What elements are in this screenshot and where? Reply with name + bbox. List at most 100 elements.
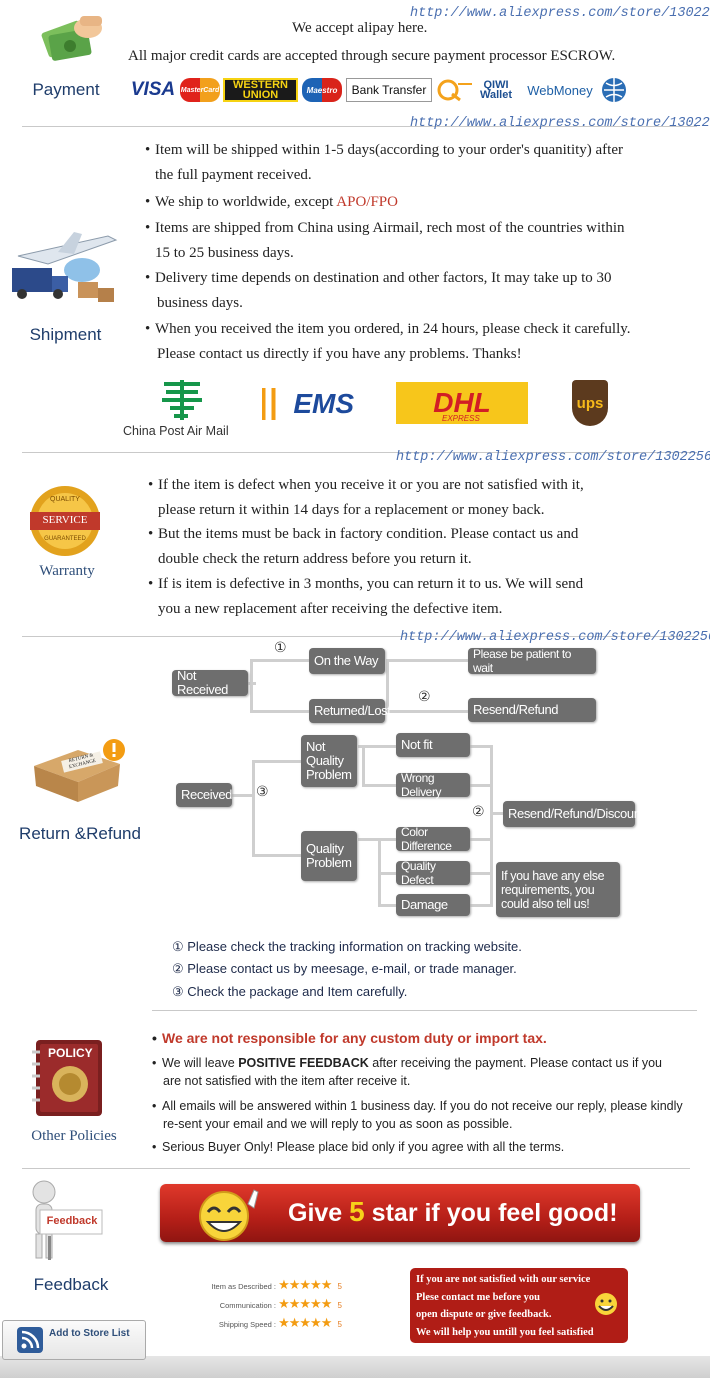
add-to-store-list-label: Add to Store List xyxy=(49,1328,130,1339)
seal-top-text: QUALITY xyxy=(50,496,80,503)
flow-connector xyxy=(490,812,504,815)
store-url[interactable]: http://www.aliexpress.com/store/1302256 xyxy=(410,116,710,131)
shipment-bullet-4: •Delivery time depends on destination an… xyxy=(145,270,612,311)
flow-connector xyxy=(378,904,398,907)
dhl-sub-label: EXPRESS xyxy=(442,414,480,423)
flow-damage: Damage xyxy=(396,894,470,916)
rating-stars: ★★★★★ xyxy=(278,1296,332,1311)
flow-step-2: ② xyxy=(418,689,431,705)
flow-resend-refund-discount: Resend/Refund/Discount xyxy=(503,801,644,827)
shipment-bullet-2: •We ship to worldwide, except APO/FPO xyxy=(145,194,398,210)
warranty-label: Warranty xyxy=(39,563,95,579)
flow-step-1: ① xyxy=(274,640,287,656)
feedback-label: Feedback xyxy=(33,1275,109,1294)
rating-stars: ★★★★★ xyxy=(278,1277,332,1292)
flow-connector xyxy=(386,710,470,713)
payment-line2: All major credit cards are accepted thro… xyxy=(128,48,616,64)
flow-connector xyxy=(250,659,310,662)
flow-received: Received xyxy=(176,783,232,807)
flow-connector xyxy=(252,760,302,763)
flow-step-3: ③ xyxy=(256,784,269,800)
mastercard-logo: MasterCard xyxy=(180,78,220,102)
satisfaction-notice: If you are not satisfied with our servic… xyxy=(410,1268,628,1343)
policy-badge: POLICY xyxy=(48,1046,93,1060)
china-post-icon xyxy=(158,378,206,422)
webmoney-logo: WebMoney xyxy=(527,82,593,98)
flow-connector xyxy=(362,745,365,785)
notice-smiley-icon xyxy=(592,1290,622,1318)
warranty-seal-icon: QUALITY SERVICE GUARANTEED xyxy=(28,484,102,558)
divider xyxy=(152,1010,697,1011)
policy-bullet-2: •We will leave POSITIVE FEEDBACK after r… xyxy=(152,1056,662,1088)
shipment-bullet-5: •When you received the item you ordered,… xyxy=(145,321,631,362)
flow-else-requirements: If you have any else requirements, you c… xyxy=(496,862,620,917)
payment-line1: We accept alipay here. xyxy=(292,20,428,36)
rating-row: Item as Described : ★★★★★ 5 xyxy=(211,1277,342,1292)
flow-connector xyxy=(386,659,389,713)
store-url[interactable]: http://www.aliexpress.com/store/1302256 xyxy=(396,450,710,465)
ems-logo: EMS xyxy=(258,388,354,420)
flow-connector xyxy=(386,659,470,662)
flow-not-quality: Not Quality Problem xyxy=(301,735,357,787)
flow-connector xyxy=(252,854,302,857)
rss-icon xyxy=(17,1327,43,1353)
policy-bullet-4: •Serious Buyer Only! Please place bid on… xyxy=(152,1140,565,1154)
flow-connector xyxy=(470,784,492,787)
flow-on-the-way: On the Way xyxy=(309,648,385,674)
flow-connector xyxy=(470,838,492,841)
flow-returned-lost: Returned/Lost xyxy=(309,699,391,723)
airplane-truck-icon xyxy=(8,230,124,310)
shipment-bullet-3: •Items are shipped from China using Airm… xyxy=(145,220,625,261)
feedback-sign-text: Feedback xyxy=(46,1215,98,1227)
flow-step-2: ② xyxy=(472,804,485,820)
divider xyxy=(22,636,697,637)
flow-connector xyxy=(470,872,492,875)
flow-connector xyxy=(252,760,255,856)
seal-bottom-text: GUARANTEED xyxy=(44,536,86,542)
other-policies-label: Other Policies xyxy=(31,1128,117,1144)
flow-color-difference: Color Difference xyxy=(396,825,470,853)
rating-row: Communication : ★★★★★ 5 xyxy=(219,1296,342,1311)
flow-connector xyxy=(470,745,492,748)
flow-not-fit: Not fit xyxy=(396,733,470,757)
qiwi-icon xyxy=(436,78,474,102)
warranty-bullet-3: •If is item is defective in 3 months, yo… xyxy=(148,576,584,617)
payment-label: Payment xyxy=(32,80,100,99)
divider xyxy=(22,126,697,127)
flow-patient: Please be patient to wait xyxy=(468,647,596,675)
shipment-label: Shipment xyxy=(29,325,102,344)
warranty-bullet-2: •But the items must be back in factory c… xyxy=(148,526,579,567)
flow-connector xyxy=(358,745,398,748)
qiwi-logo: QIWI Wallet xyxy=(480,79,512,101)
flow-connector xyxy=(378,872,398,875)
bank-transfer-logo: Bank Transfer xyxy=(346,78,432,102)
add-to-store-list-button[interactable]: Add to Store List xyxy=(2,1320,146,1360)
refund-note-3: ③ Check the package and Item carefully. xyxy=(172,984,408,999)
money-icon xyxy=(36,8,110,74)
flow-connector xyxy=(490,745,493,907)
visa-logo: VISA xyxy=(130,79,176,100)
flow-not-received: Not Received xyxy=(172,669,248,697)
ups-logo: ups xyxy=(572,380,608,426)
webmoney-globe-icon xyxy=(600,76,628,104)
seal-mid-text: SERVICE xyxy=(42,514,88,526)
smiley-icon xyxy=(192,1186,260,1250)
store-url[interactable]: http://www.aliexpress.com/store/1302256 xyxy=(400,630,710,645)
flow-resend-refund: Resend/Refund xyxy=(468,698,596,722)
rating-row: Shipping Speed : ★★★★★ 5 xyxy=(218,1315,342,1330)
shipment-bullet-1: •Item will be shipped within 1-5 days(ac… xyxy=(145,142,623,183)
dhl-logo: DHL xyxy=(396,382,528,424)
flow-connector xyxy=(470,904,492,907)
refund-note-1: ① Please check the tracking information … xyxy=(172,939,522,954)
flow-connector xyxy=(362,784,398,787)
bottom-bar xyxy=(0,1356,710,1378)
policy-bullet-1: •We are not responsible for any custom d… xyxy=(152,1030,547,1046)
china-post-label: China Post Air Mail xyxy=(123,424,229,438)
feedback-figure-icon: Feedback xyxy=(24,1178,106,1262)
store-url[interactable]: http://www.aliexpress.com/store/1302256 xyxy=(410,6,710,21)
policy-bullet-3: •All emails will be answered within 1 bu… xyxy=(152,1099,683,1131)
rating-stars: ★★★★★ xyxy=(278,1315,332,1330)
western-union-logo: WESTERN UNION xyxy=(223,78,298,102)
refund-note-2: ② Please contact us by meesage, e-mail, … xyxy=(172,961,517,976)
feedback-banner-text: Give 5 star if you feel good! xyxy=(288,1196,618,1227)
